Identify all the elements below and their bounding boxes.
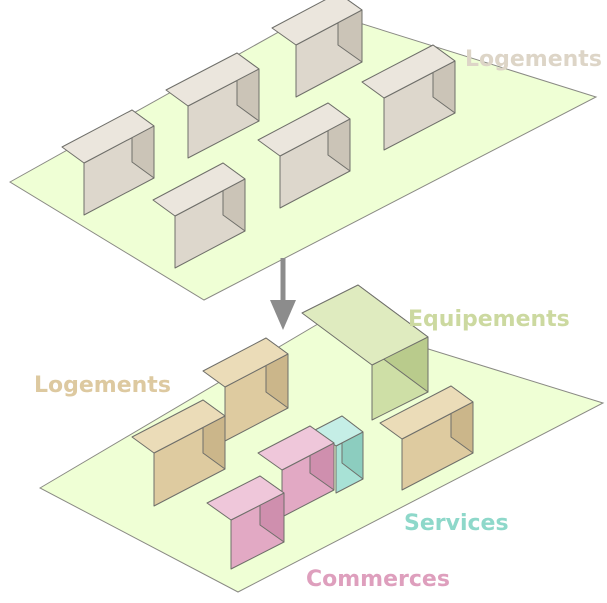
equipment-block-top xyxy=(301,284,429,366)
label-equipements: Equipements xyxy=(408,307,570,332)
equipment-block xyxy=(301,284,429,421)
housing-block-a xyxy=(202,337,289,442)
label-logements-top: Logements xyxy=(465,47,602,72)
commerce-block-2-top xyxy=(206,475,285,521)
housing-block-5 xyxy=(61,109,155,216)
label-commerces: Commerces xyxy=(306,567,450,592)
housing-block-3-top xyxy=(165,52,260,107)
label-services: Services xyxy=(404,511,509,536)
housing-block-1-top xyxy=(271,0,363,46)
housing-block-5-top xyxy=(61,109,155,164)
commerce-block-1 xyxy=(257,425,335,518)
housing-block-2-top xyxy=(361,44,456,99)
housing-block-2 xyxy=(361,44,456,151)
housing-block-1 xyxy=(271,0,363,98)
housing-block-4-top xyxy=(257,102,351,157)
housing-block-c xyxy=(131,399,226,507)
housing-block-a-top xyxy=(202,337,289,388)
housing-block-b xyxy=(379,385,474,491)
commerce-block-2 xyxy=(206,475,285,570)
housing-block-4 xyxy=(257,102,351,209)
housing-block-b-top xyxy=(379,385,474,440)
housing-block-6 xyxy=(152,162,246,269)
housing-block-6-top xyxy=(152,162,246,217)
plot-before xyxy=(9,0,598,301)
arrow-down-icon xyxy=(270,258,296,330)
plot-after xyxy=(38,284,605,593)
housing-block-c-top xyxy=(131,399,226,454)
label-logements-bottom: Logements xyxy=(34,373,171,398)
housing-block-3 xyxy=(165,52,260,159)
commerce-block-1-top xyxy=(257,425,335,471)
